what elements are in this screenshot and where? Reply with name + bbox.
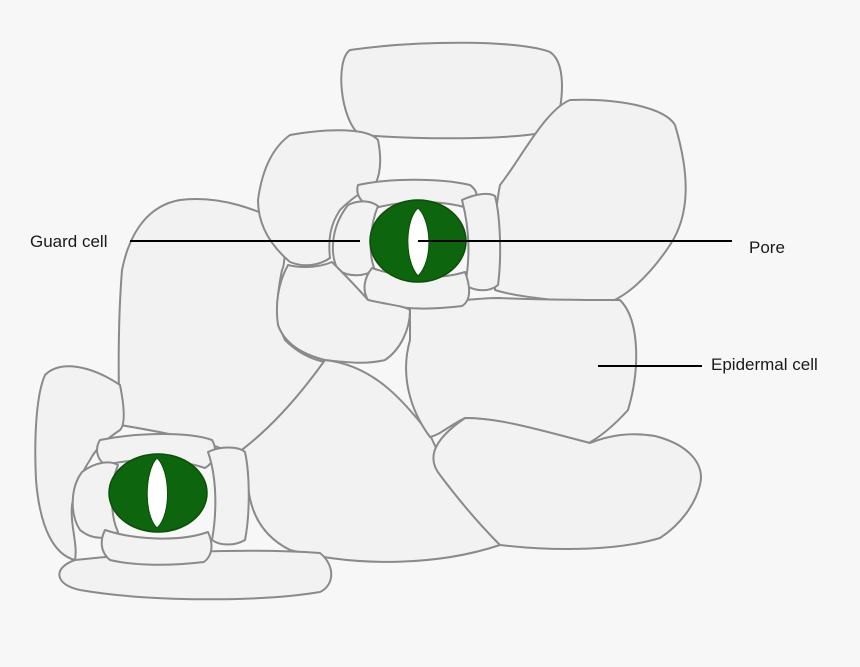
epidermal-cell-right-middle (405, 297, 638, 446)
subsidiary-cell-lower-left-side (71, 461, 119, 539)
subsidiary-cell-lower-left (275, 261, 411, 364)
subsidiary-cell-lower-bottom (100, 529, 213, 566)
epidermal-cell-label: Epidermal cell (711, 355, 818, 374)
subsidiary-cell-lower-right-side (207, 446, 250, 546)
subsidiary-cell-right (461, 192, 502, 292)
pore-label: Pore (749, 238, 785, 257)
pore-lower (146, 457, 168, 529)
epidermal-cell-top (340, 41, 563, 140)
guard-cell-label: Guard cell (30, 232, 108, 251)
subsidiary-cell-lower-top (96, 433, 217, 469)
epidermal-cell-right-lower (432, 417, 702, 551)
subsidiary-cell-upper-left (257, 129, 382, 267)
